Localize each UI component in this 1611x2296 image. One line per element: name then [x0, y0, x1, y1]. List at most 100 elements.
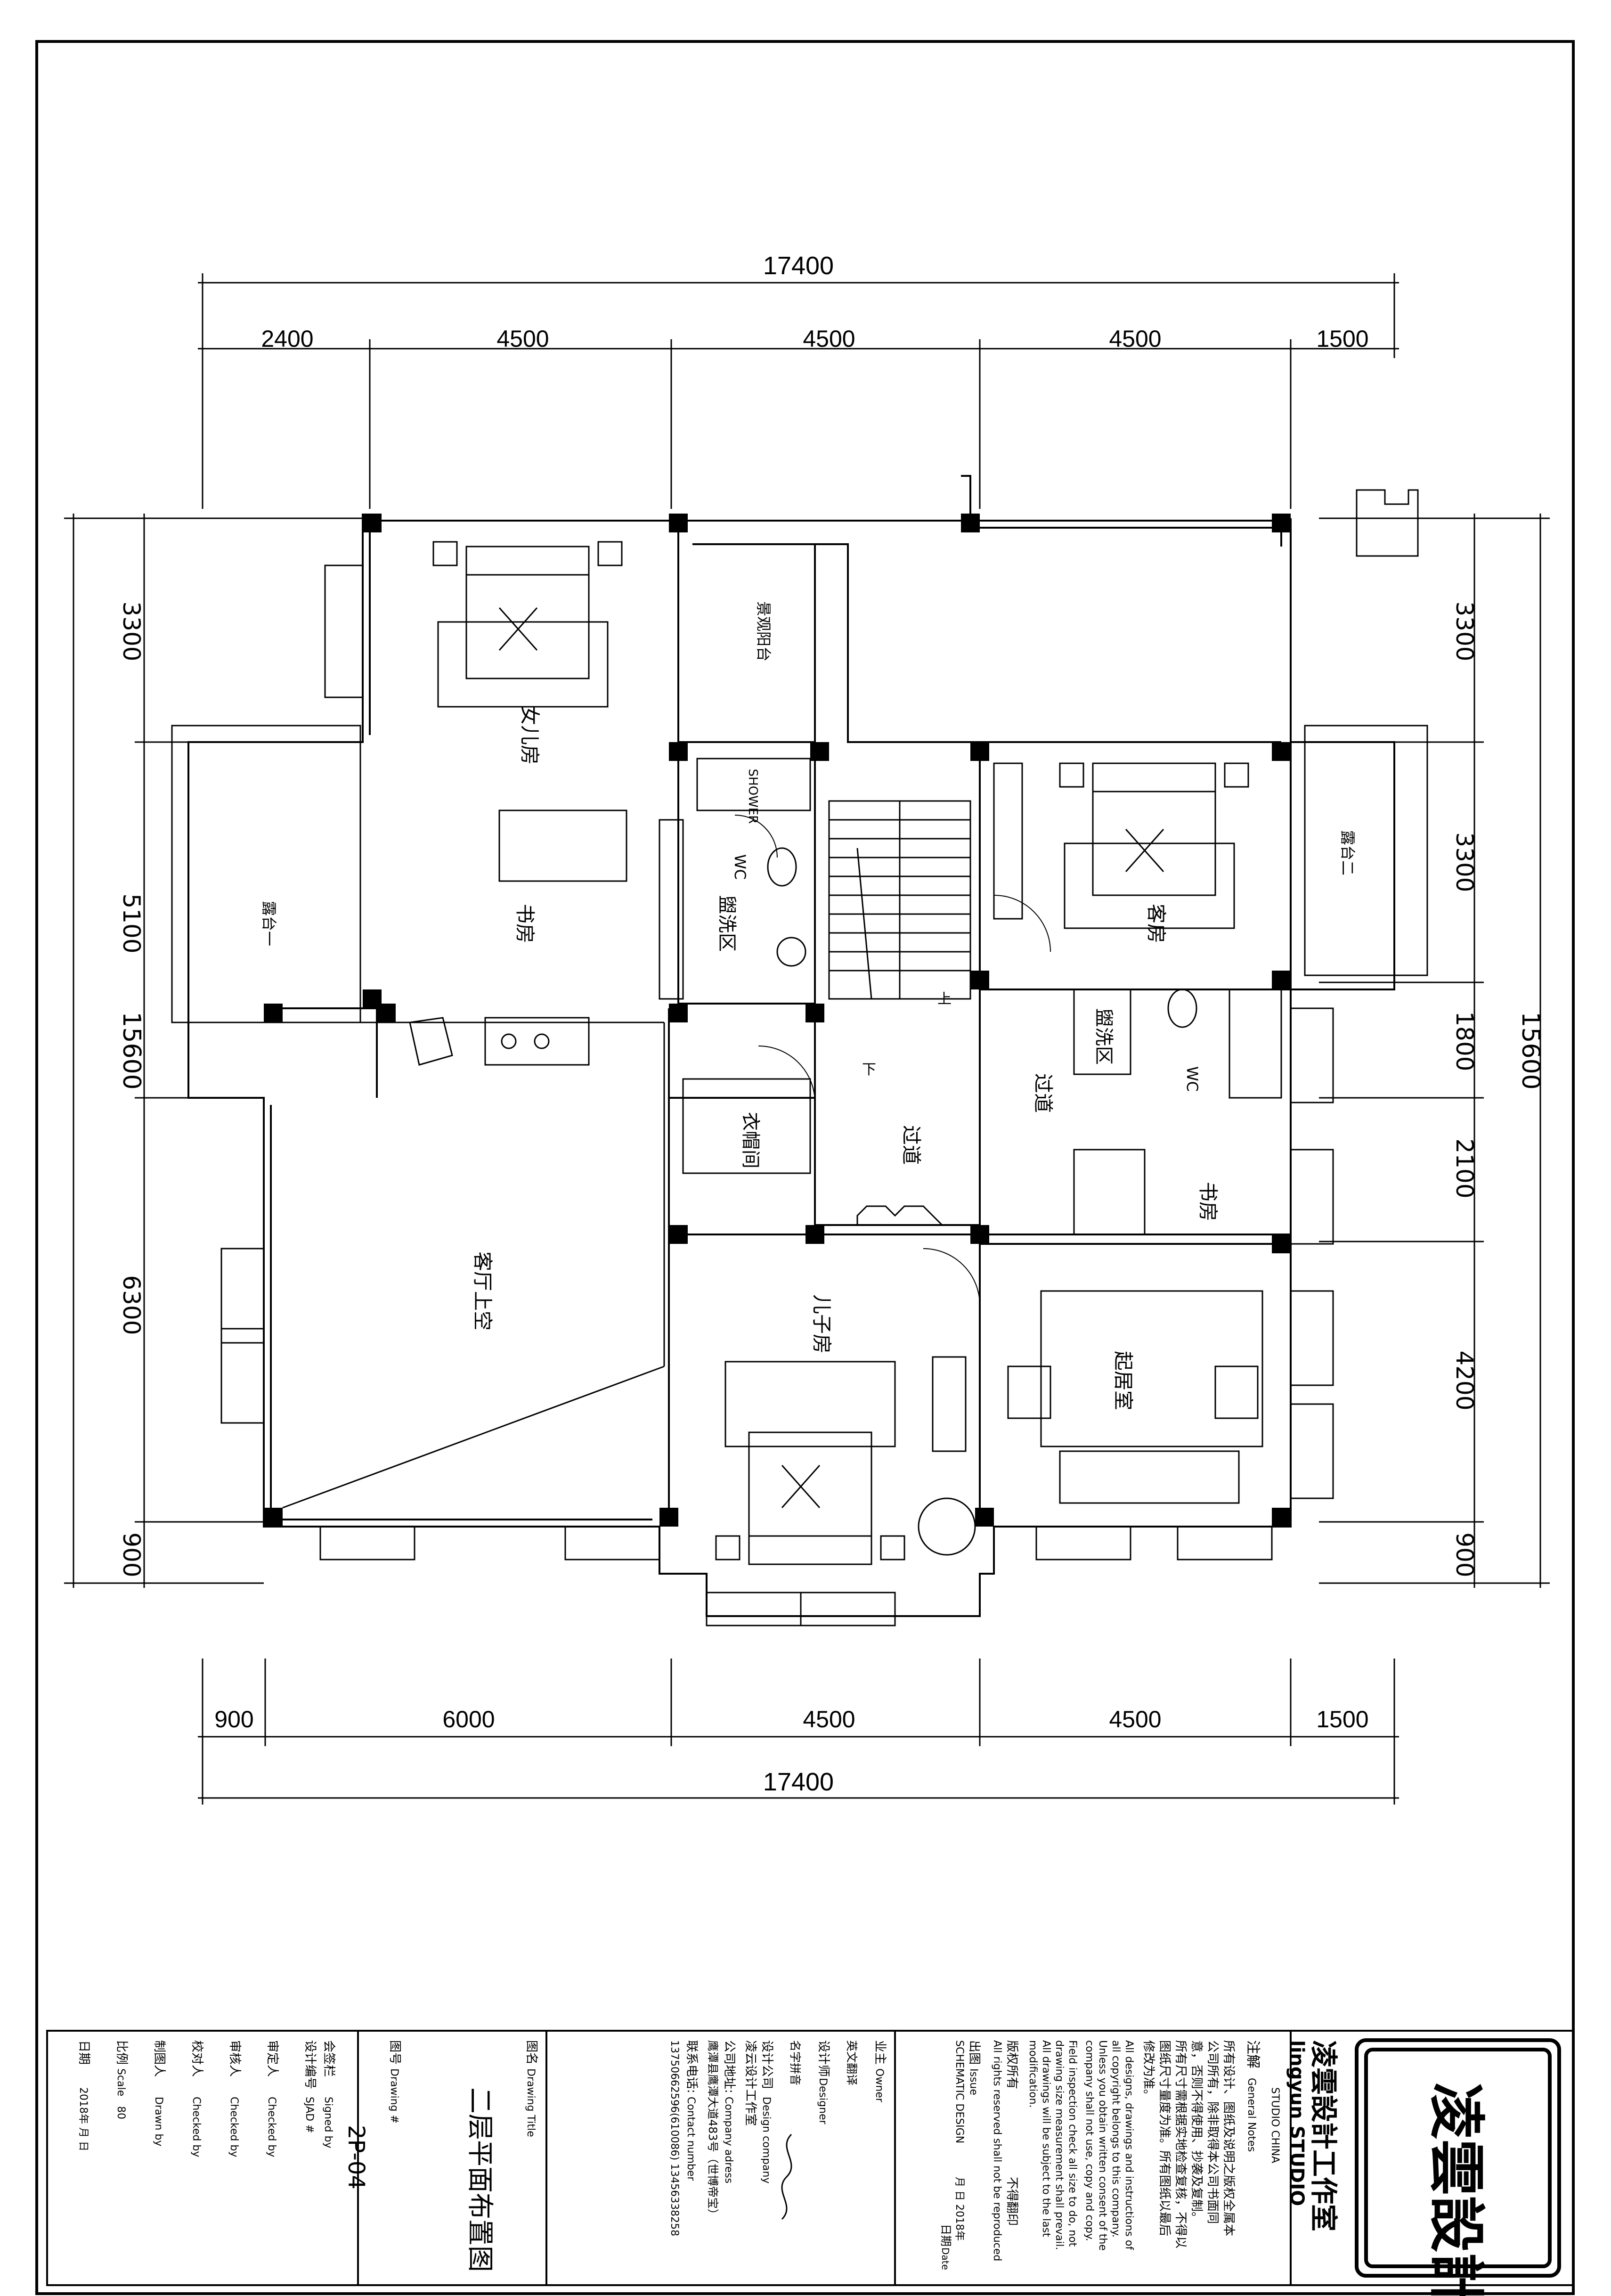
copyright-cn-2: 不得翻印 [1005, 2177, 1019, 2226]
name-sign-label: 名字拼音 [789, 2040, 802, 2085]
notes-en-8: modification. [1027, 2040, 1039, 2108]
dim-left-seg-3: 6300 [118, 1275, 145, 1335]
address-label: 公司地址: [722, 2040, 736, 2093]
room-label-wc-2: WC [1183, 1066, 1201, 1092]
general-notes-label-en: General Notes [1245, 2078, 1257, 2152]
living-room-void [282, 1021, 665, 1509]
room-label-vanity-1: 盥洗区 [716, 895, 738, 952]
dim-top-seg-1: 2400 [261, 326, 313, 352]
contact-label: 联系电话: [684, 2040, 699, 2093]
structural-columns [264, 514, 1291, 1527]
notes-cn-1: 所有设计、图纸及说明之版权全属本 [1221, 2040, 1236, 2236]
translation-label: 英文翻译 [845, 2040, 858, 2085]
drawing-title-label-en: Drawing Title [525, 2068, 537, 2137]
dim-bottom-seg-1: 900 [214, 1706, 253, 1732]
room-label-corridor-2: 过道 [1032, 1073, 1055, 1113]
dim-right-seg-4: 2100 [1451, 1138, 1478, 1198]
dim-bottom-seg-2: 6000 [442, 1706, 495, 1732]
drawing-number-label: 图号 [388, 2040, 402, 2065]
issue-date: 月 日 2018年 [953, 2177, 965, 2241]
stair-up-label: 上 [937, 991, 952, 1007]
dim-left-seg-1: 3300 [118, 601, 145, 661]
door-swings [734, 815, 1051, 1306]
company-label-en: Design company [760, 2097, 772, 2183]
room-label-study-1: 书房 [513, 904, 537, 943]
proofread-label-en: Checked by [190, 2097, 202, 2157]
room-label-corridor-1: 过道 [900, 1125, 923, 1165]
bed-daughter-room [432, 541, 623, 708]
room-label-terrace-1: 露台一 [260, 901, 278, 946]
right-dimension-chain [1319, 514, 1550, 1588]
owner-label-en: Owner [873, 2068, 885, 2103]
stair-down-label: 下 [862, 1062, 876, 1078]
drawn-label-en: Drawn by [153, 2097, 164, 2146]
dim-top-seg-2: 4500 [496, 326, 549, 352]
dim-top-seg-4: 4500 [1109, 326, 1161, 352]
company-label: 设计公司 [760, 2040, 774, 2089]
scale-label-en: Scale [115, 2068, 127, 2096]
scale-label: 比例 [114, 2040, 129, 2065]
room-label-vanity-2: 盥洗区 [1093, 1008, 1115, 1065]
copyright-cn: 版权所有 [1005, 2040, 1019, 2089]
title-block-frame [46, 2030, 1574, 2286]
room-label-shower: SHOWER [746, 769, 760, 824]
design-number-label-en: SJAD # [303, 2097, 315, 2133]
dim-right-seg-1: 3300 [1451, 601, 1478, 661]
bottom-dimension-chain [198, 1659, 1399, 1805]
dim-bottom-seg-5: 1500 [1316, 1706, 1368, 1732]
bed-son-room [715, 1361, 976, 1565]
dim-left-total: 15600 [117, 1012, 146, 1089]
address-label-en: Company adress [723, 2097, 734, 2183]
dim-right-seg-2: 3300 [1451, 832, 1478, 892]
signed-label: 会签栏 [322, 2040, 336, 2077]
drawing-number-label-en: Drawing # [388, 2068, 400, 2124]
reviewed-label: 审核人 [228, 2040, 242, 2077]
bathroom-fixtures [696, 758, 1282, 1099]
dim-bottom-seg-3: 4500 [803, 1706, 855, 1732]
notes-en-4: company shall not use, copy and copy. [1083, 2040, 1095, 2241]
room-label-living-room: 起居室 [1112, 1351, 1135, 1410]
notes-cn-6: 修改为准。 [1141, 2040, 1155, 2101]
studio-name-sub: STUDIO CHINA [1269, 2087, 1281, 2163]
date-label-en: Date [940, 2247, 951, 2270]
room-label-view-balcony: 景观阳台 [755, 601, 773, 662]
dim-left-seg-4: 900 [118, 1532, 145, 1577]
issue-label-en: Issue [968, 2068, 979, 2095]
notes-cn-3: 意，否则不得使用、抄袭及复制。 [1189, 2040, 1204, 2224]
study-furniture [409, 809, 1263, 1504]
dim-left-seg-2: 5100 [118, 893, 145, 953]
room-label-son: 儿子房 [810, 1294, 833, 1354]
signed-label-en: Signed by [322, 2097, 334, 2148]
date-bottom-value: 2018年 月 日 [77, 2087, 89, 2151]
designer-label: 设计师 [816, 2040, 830, 2077]
notes-cn-2: 公司所有，除非取得本公司书面同 [1205, 2040, 1220, 2224]
issue-label: 出图 [967, 2040, 981, 2065]
dim-bottom-seg-4: 4500 [1109, 1706, 1161, 1732]
dim-right-seg-5: 4200 [1451, 1350, 1478, 1410]
exterior-walls [187, 475, 1395, 1617]
notes-cn-4: 所有尺寸需根据实地检查复核，不得以 [1173, 2040, 1188, 2248]
date-bottom-label: 日期 [77, 2040, 91, 2065]
contact-label-en: Contact number [685, 2097, 697, 2181]
room-label-wc-1: WC [731, 854, 749, 880]
room-label-living-void: 客厅上空 [471, 1251, 494, 1331]
copyright-en: All rights reserved shall not be reprodu… [991, 2040, 1003, 2261]
room-label-study-2: 书房 [1196, 1182, 1220, 1221]
contact-value: 13750662596(610086) 13456338258 [668, 2040, 680, 2236]
notes-en-7: All drawings will be subject to the last [1040, 2040, 1052, 2237]
entry-stair [1356, 489, 1419, 557]
sheet-border [35, 40, 1575, 2295]
approved-label: 审定人 [265, 2040, 279, 2077]
general-notes-label: 注解 [1245, 2040, 1261, 2068]
proofread-label: 校对人 [190, 2040, 204, 2077]
company-value: 凌云设计工作室 [743, 2040, 757, 2126]
notes-cn-5: 图纸尺寸量度为准。所有图纸以最后 [1157, 2040, 1172, 2236]
top-dimension-chain [198, 273, 1399, 509]
approved-label-en: Checked by [266, 2097, 277, 2157]
drawing-title: 二层平面布置图 [464, 2087, 495, 2272]
notes-en-3: Unless you obtain written consent of the [1097, 2040, 1108, 2251]
drawing-number: 2P-04 [343, 2125, 369, 2190]
scale-value: 80 [115, 2106, 127, 2119]
notes-en-5: Field inspection check all size to do, n… [1066, 2040, 1078, 2247]
left-dimension-chain [64, 514, 363, 1588]
